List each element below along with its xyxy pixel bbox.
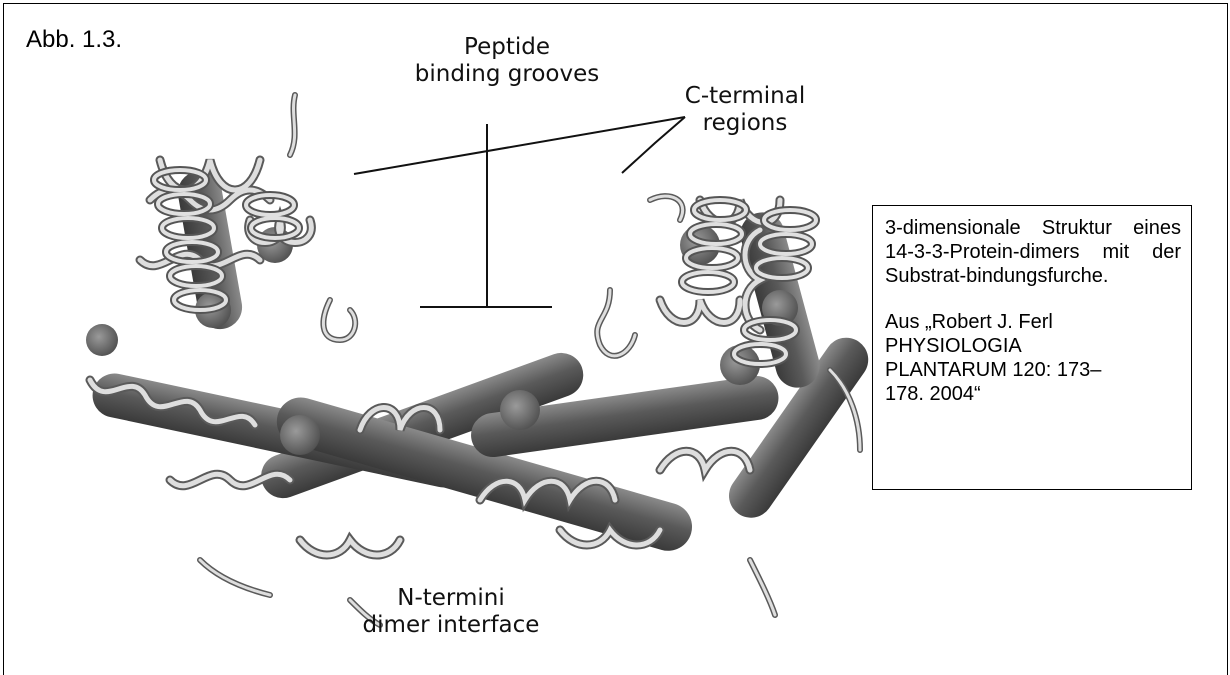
label-line: C-terminal: [660, 83, 830, 110]
label-line: binding grooves: [412, 61, 602, 88]
groove-pointer-line: [354, 117, 685, 174]
helix-end-cap: [280, 415, 320, 455]
helix-coil-windings: [154, 170, 816, 364]
caption-box: 3-dimensionale Struktur eines 14-3-3-Pro…: [872, 205, 1192, 490]
label-n-termini: N-termini dimer interface: [356, 585, 546, 639]
label-line: Peptide: [412, 34, 602, 61]
label-line: N-termini: [356, 585, 546, 612]
caption-source: Aus „Robert J. Ferl PHYSIOLOGIA PLANTARU…: [885, 310, 1181, 406]
label-line: dimer interface: [356, 612, 546, 639]
helix-end-cap: [86, 324, 118, 356]
label-peptide-grooves: Peptide binding grooves: [412, 34, 602, 88]
helix-end-cap: [500, 390, 540, 430]
annotation-lines: [354, 117, 685, 308]
label-line: regions: [660, 110, 830, 137]
label-c-terminal: C-terminal regions: [660, 83, 830, 137]
frame-right-border: [1227, 3, 1228, 675]
caption-description: 3-dimensionale Struktur eines 14-3-3-Pro…: [885, 216, 1181, 288]
